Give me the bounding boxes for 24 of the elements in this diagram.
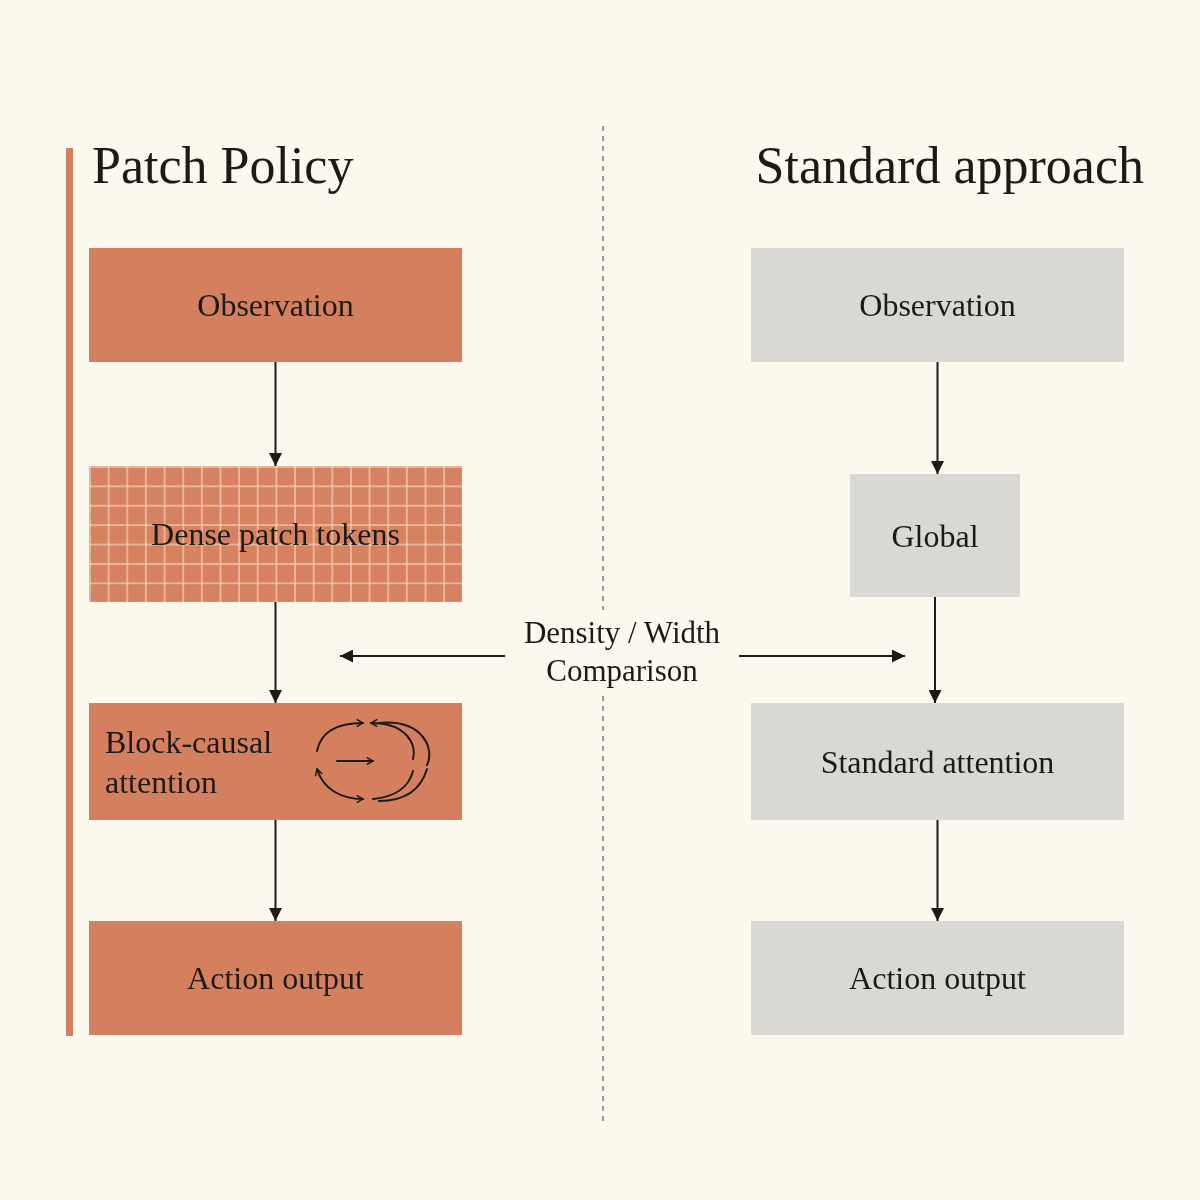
arrow	[269, 361, 282, 467]
column-heading: Standard approach	[755, 136, 1144, 196]
process-box	[850, 474, 1020, 597]
step-label: Global	[891, 516, 979, 556]
step-label: Observation	[197, 286, 354, 325]
step-label: Standard attention	[820, 742, 1055, 782]
column-heading: Patch Policy	[92, 136, 354, 196]
process-box	[751, 921, 1124, 1035]
process-box	[89, 466, 462, 602]
step-label: Action output	[849, 959, 1026, 998]
process-box	[89, 921, 462, 1035]
arrow	[269, 601, 282, 704]
process-box	[751, 248, 1124, 362]
arrow	[269, 819, 282, 922]
step-label: Action output	[187, 959, 364, 998]
process-box	[89, 703, 462, 820]
step-label: Dense patch tokens	[151, 515, 400, 554]
arrow	[931, 819, 944, 922]
process-box	[751, 703, 1124, 820]
arrow	[931, 361, 944, 475]
step-label: Block-causal attention	[105, 722, 274, 802]
step-label: Observation	[859, 286, 1016, 325]
process-box	[89, 248, 462, 362]
arrow	[928, 596, 942, 704]
